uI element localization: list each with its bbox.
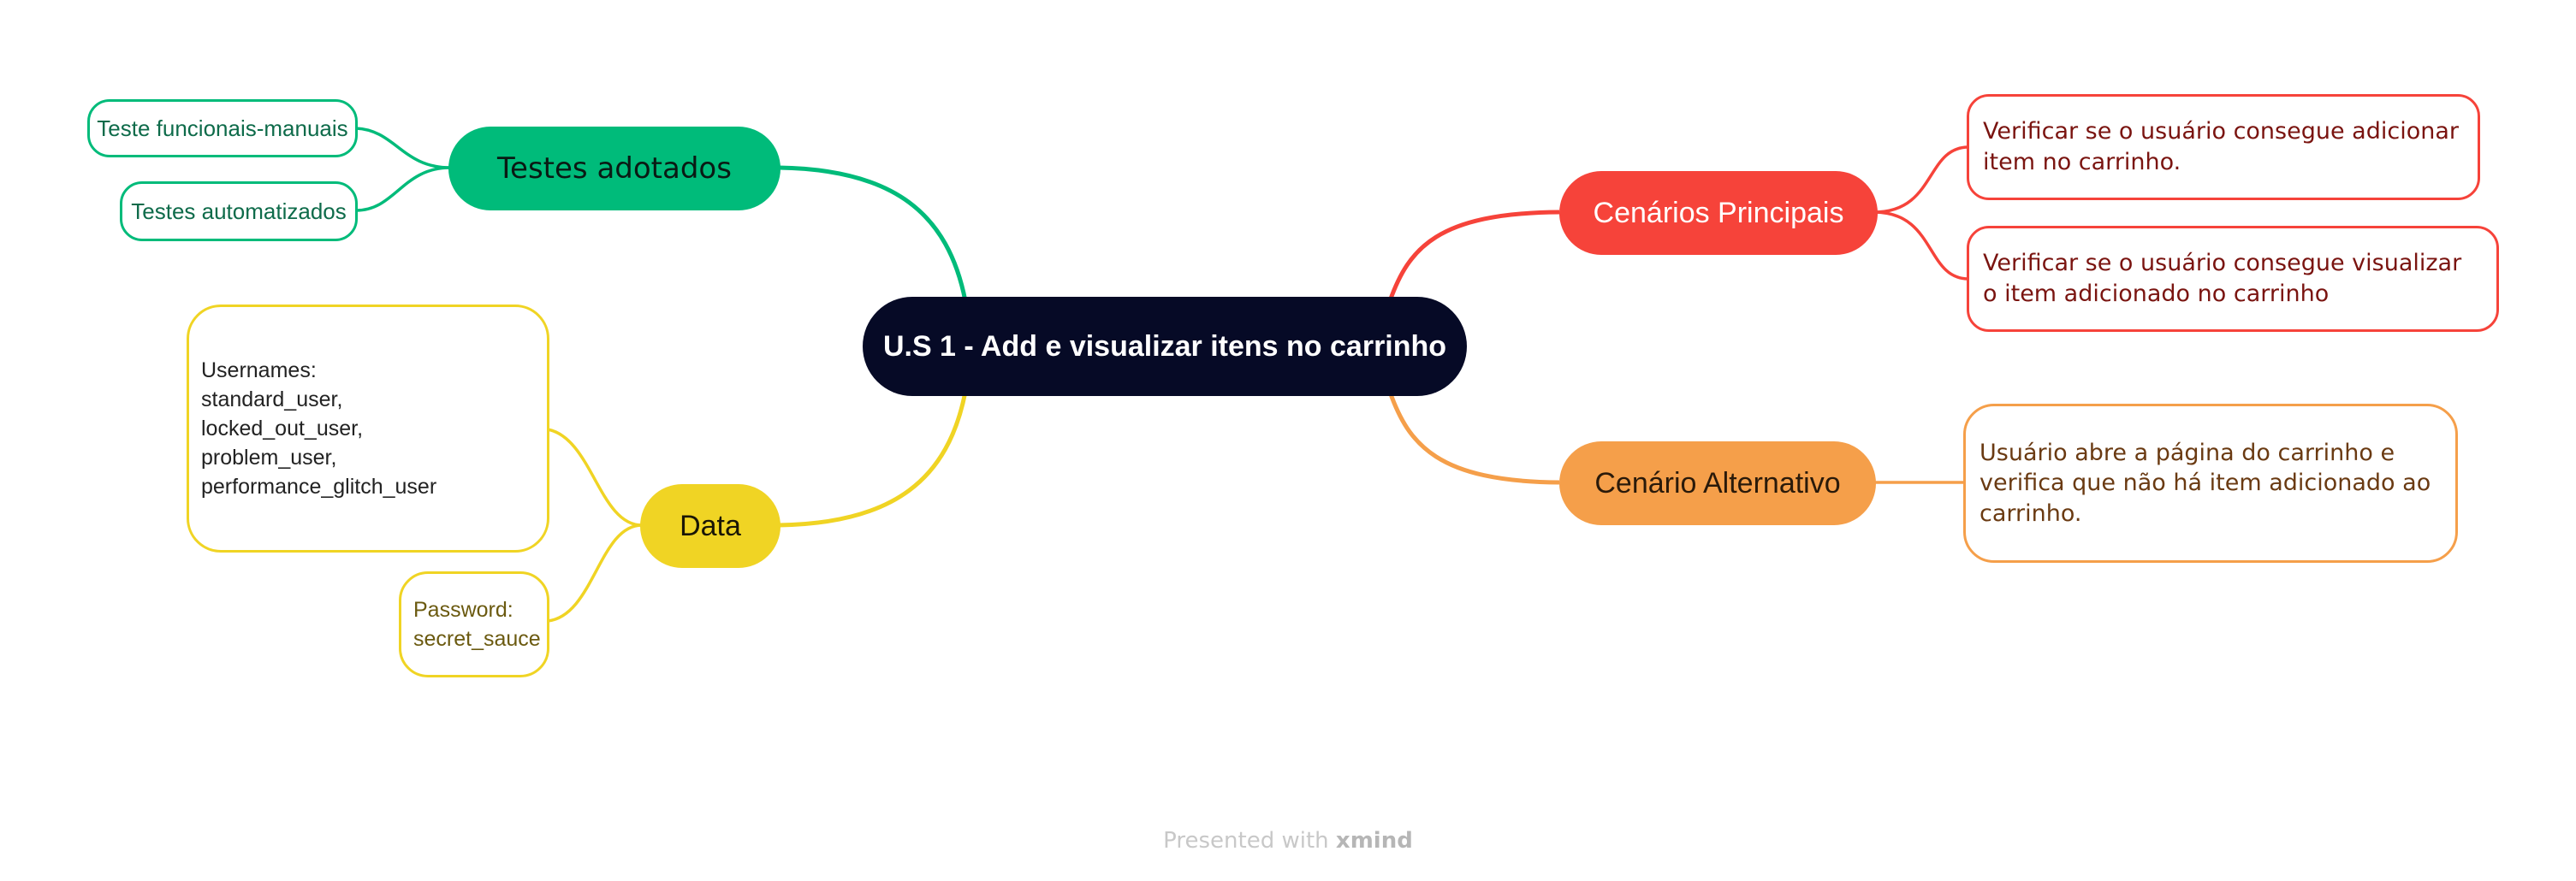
data-password-text: Password: secret_sauce	[401, 595, 553, 653]
principais-leaf-adicionar[interactable]: Verificar se o usuário consegue adiciona…	[1967, 94, 2480, 200]
username-item: performance_glitch_user	[201, 475, 437, 499]
link-principais	[1387, 210, 1560, 302]
alternativo-leaf-carrinho-vazio[interactable]: Usuário abre a página do carrinho e veri…	[1963, 404, 2458, 563]
topic-testes-adotados-label: Testes adotados	[497, 151, 732, 186]
link-testes-leaf-1	[355, 127, 451, 169]
xmind-logo: xmind	[1335, 828, 1413, 854]
testes-leaf-automatizados-label: Testes automatizados	[131, 198, 347, 224]
link-alternativo	[1387, 391, 1560, 485]
principais-leaf-visualizar-label: Verificar se o usuário consegue visualiz…	[1983, 250, 2462, 307]
footer-prefix: Presented with	[1163, 828, 1329, 854]
presented-with-footer: Presented with xmind	[0, 828, 2576, 854]
username-item: locked_out_user,	[201, 417, 364, 440]
link-data-usernames	[547, 428, 643, 527]
topic-data-label: Data	[680, 509, 741, 542]
topic-cenarios-principais-label: Cenários Principais	[1593, 196, 1844, 229]
link-data	[778, 391, 968, 528]
link-principais-leaf-1	[1873, 145, 1969, 214]
central-topic-label: U.S 1 - Add e visualizar itens no carrin…	[882, 329, 1447, 363]
alternativo-leaf-label: Usuário abre a página do carrinho e veri…	[1979, 439, 2431, 527]
data-usernames-text: Usernames: standard_user, locked_out_use…	[189, 356, 448, 501]
username-item: problem_user,	[201, 446, 337, 470]
topic-cenario-alternativo[interactable]: Cenário Alternativo	[1559, 441, 1876, 525]
username-item: standard_user,	[201, 387, 343, 411]
link-data-password	[547, 523, 643, 623]
testes-leaf-manuais[interactable]: Teste funcionais-manuais	[87, 99, 358, 157]
principais-leaf-visualizar[interactable]: Verificar se o usuário consegue visualiz…	[1967, 226, 2499, 332]
link-testes-leaf-2	[355, 166, 451, 212]
topic-cenarios-principais[interactable]: Cenários Principais	[1559, 171, 1878, 255]
password-value: secret_sauce	[413, 627, 541, 651]
topic-testes-adotados[interactable]: Testes adotados	[448, 127, 781, 210]
principais-leaf-adicionar-label: Verificar se o usuário consegue adiciona…	[1983, 118, 2459, 175]
data-password-box[interactable]: Password: secret_sauce	[399, 571, 549, 677]
password-label: Password:	[413, 598, 513, 622]
testes-leaf-manuais-label: Teste funcionais-manuais	[97, 115, 348, 141]
data-usernames-box[interactable]: Usernames: standard_user, locked_out_use…	[187, 305, 549, 553]
testes-leaf-automatizados[interactable]: Testes automatizados	[120, 181, 358, 241]
topic-data[interactable]: Data	[640, 484, 781, 568]
link-testes	[778, 165, 968, 302]
usernames-label: Usernames:	[201, 358, 317, 382]
topic-cenario-alternativo-label: Cenário Alternativo	[1594, 466, 1841, 500]
link-principais-leaf-2	[1873, 210, 1969, 281]
central-topic[interactable]: U.S 1 - Add e visualizar itens no carrin…	[863, 297, 1467, 396]
